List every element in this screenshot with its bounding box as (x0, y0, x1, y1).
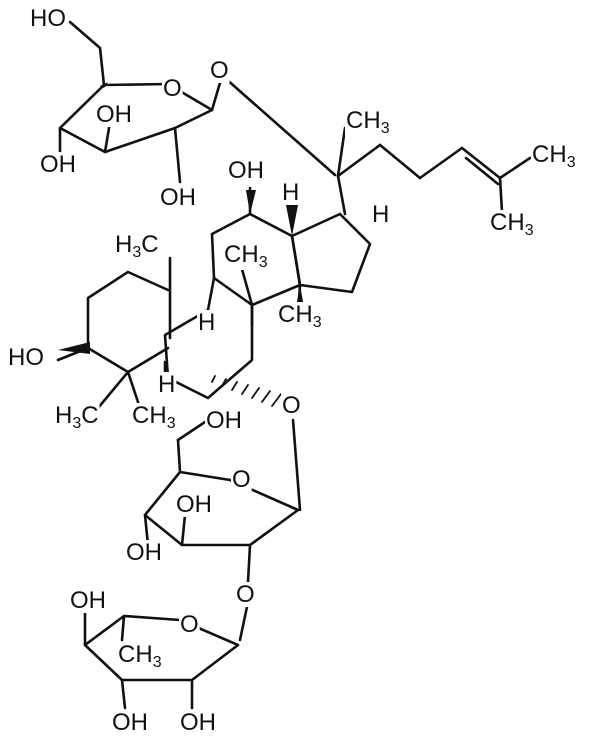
bond (120, 614, 126, 642)
label-background (205, 408, 243, 433)
atom-label: O (163, 75, 182, 102)
label-background (489, 210, 535, 238)
atom-label: OH (96, 101, 132, 128)
label-background (531, 142, 577, 170)
label-background (281, 180, 301, 205)
label-background (231, 467, 252, 492)
sugar-ring-middle (143, 470, 300, 547)
label-background (227, 158, 265, 183)
bond (68, 20, 102, 50)
label-background (131, 403, 177, 431)
bond (246, 543, 252, 584)
atom-label: CH3 (532, 141, 576, 171)
bond (464, 156, 500, 186)
hashed-bond (211, 375, 282, 407)
bond (180, 513, 187, 547)
wedge (100, 82, 108, 88)
label-background (197, 310, 217, 335)
sugar-ring-top (58, 82, 214, 154)
bond (460, 146, 502, 180)
ring-a (86, 270, 170, 374)
atom-label: CH3 (490, 209, 534, 239)
bond (223, 76, 337, 177)
atom-label: O (236, 581, 255, 608)
atom-label: H (372, 201, 389, 228)
bond (291, 418, 302, 512)
label-background (7, 345, 45, 370)
bond (238, 600, 250, 642)
bond (98, 46, 106, 87)
atom-label: O (210, 57, 229, 84)
label-background (39, 152, 77, 177)
label-background (235, 582, 256, 607)
atom-label: O (232, 466, 251, 493)
label-background (179, 612, 200, 637)
ring-d (290, 212, 372, 294)
wedge (286, 205, 298, 236)
atom-label: H (158, 371, 175, 398)
label-background (281, 393, 302, 418)
label-background (69, 588, 107, 613)
bond (96, 370, 130, 410)
bond (126, 370, 142, 410)
label-background (114, 232, 160, 260)
label-background (175, 492, 213, 517)
bond (176, 438, 182, 474)
atom-label: H3C (55, 402, 99, 432)
atom-label: OH (206, 407, 242, 434)
atom-label: OH (70, 587, 106, 614)
label-background (179, 710, 217, 735)
atom-labels: HO O OH OH OH O CH3 CH3 CH3 OH H H H3C C… (7, 5, 577, 736)
atom-label: OH (228, 157, 264, 184)
label-background (125, 540, 163, 565)
label-background (54, 403, 100, 431)
label-background (111, 710, 149, 735)
label-background (157, 372, 177, 397)
atom-label: OH (112, 709, 148, 736)
label-background (345, 108, 391, 136)
atom-label: OH (160, 184, 196, 211)
label-background (29, 6, 67, 31)
wedge (58, 342, 90, 354)
label-background (371, 202, 391, 227)
atom-label: OH (126, 539, 162, 566)
bond (336, 174, 347, 216)
bond (120, 678, 127, 710)
label-background (162, 76, 183, 101)
atom-label: CH3 (224, 241, 268, 271)
atom-label: HO (8, 344, 44, 371)
atom-label: H (198, 309, 215, 336)
bond (176, 418, 210, 442)
label-background (117, 642, 163, 670)
atom-label: O (282, 392, 301, 419)
atom-label: OH (180, 709, 216, 736)
atom-label: CH3 (278, 301, 322, 331)
bond (418, 146, 464, 180)
bond (498, 156, 532, 180)
bond (498, 176, 504, 214)
bond (336, 143, 382, 178)
atom-label: O (180, 611, 199, 638)
atom-label: CH3 (132, 402, 176, 432)
bond (378, 143, 422, 180)
atom-label: HO (30, 5, 66, 32)
label-background (95, 102, 133, 127)
atom-label: H3C (115, 231, 159, 261)
atom-label: CH3 (346, 107, 390, 137)
atom-label: OH (40, 151, 76, 178)
label-background (209, 58, 230, 83)
wedge (246, 190, 256, 214)
bond (173, 126, 182, 184)
bond (336, 126, 347, 178)
atom-label: OH (176, 491, 212, 518)
label-background (277, 302, 323, 330)
label-background (159, 185, 197, 210)
atom-label: CH3 (118, 641, 162, 671)
atom-label: H (282, 179, 299, 206)
label-background (223, 242, 269, 270)
